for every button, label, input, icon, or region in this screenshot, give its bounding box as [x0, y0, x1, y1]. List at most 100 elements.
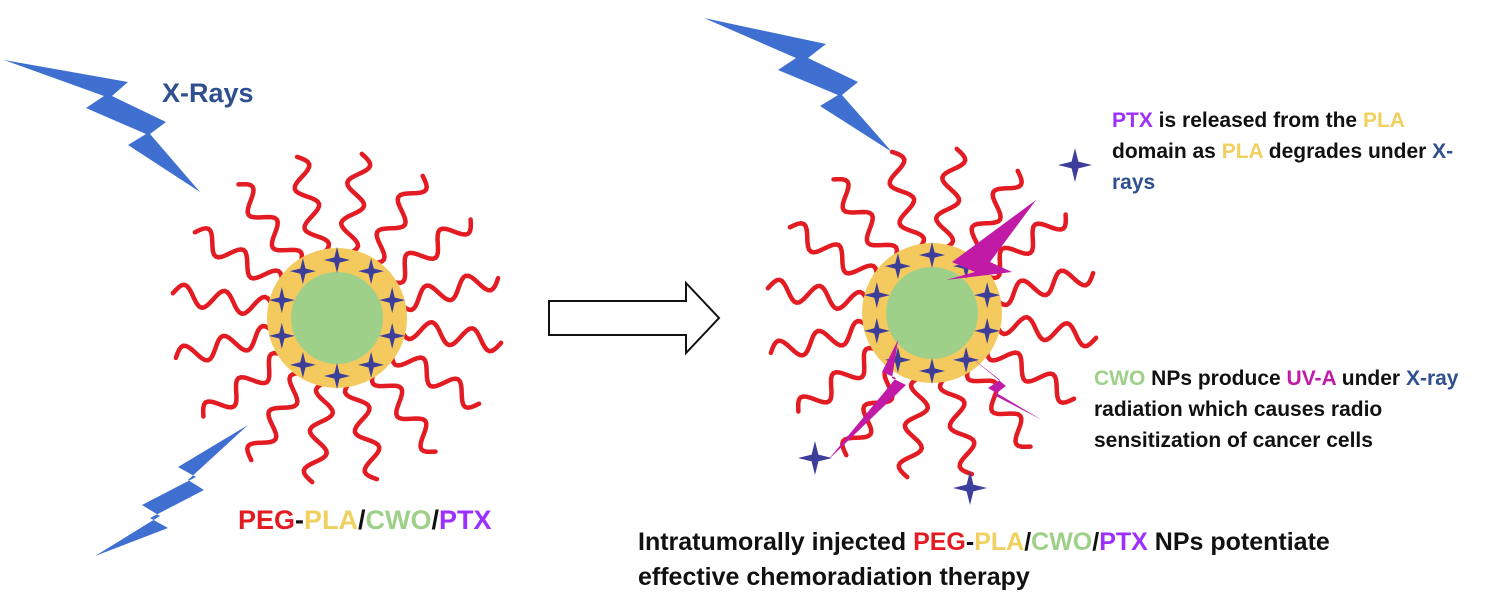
uva-bolt-icon — [962, 350, 1042, 420]
ptx-star-icon — [798, 441, 832, 475]
ptx-star-icon — [953, 471, 987, 505]
note-text: degrades under — [1262, 140, 1433, 163]
peg-chain — [170, 282, 276, 317]
xray-text: X-ray — [1405, 367, 1459, 390]
peg-chain — [991, 268, 1096, 308]
ptx-star-icon — [358, 351, 385, 378]
ptx-star-icon — [863, 317, 890, 344]
peg-chain — [389, 348, 482, 410]
peg-chain — [765, 277, 871, 312]
peg-chain — [338, 151, 373, 257]
pla-text: PLA — [304, 505, 359, 535]
peg-chain — [398, 319, 504, 354]
ptx-star-icon — [1058, 148, 1092, 182]
ptx-release-note: PTX is released from the PLA domain as P… — [1112, 105, 1472, 198]
ptx-star-icon — [919, 358, 945, 384]
cwo-text: CWO — [1094, 367, 1146, 390]
ptx-text: PTX — [1112, 109, 1153, 132]
peg-chain — [369, 367, 438, 455]
peg-chain — [840, 365, 902, 458]
dash-text: - — [295, 505, 305, 535]
summary-text: NPs potentiate effective chemoradiation … — [638, 528, 1330, 591]
uva-bolt-icon — [946, 200, 1036, 280]
ptx-star-icon — [289, 351, 316, 378]
peg-chain — [292, 154, 332, 259]
peg-chain — [386, 217, 474, 286]
ptx-star-icon — [358, 258, 385, 285]
peg-chain — [984, 343, 1077, 405]
peg-chain — [192, 226, 285, 288]
summary-text: Intratumorally injected — [638, 528, 914, 556]
pla-text: PLA — [1221, 140, 1263, 163]
peg-chain — [367, 173, 429, 266]
uva-text: UV-A — [1286, 367, 1336, 390]
dash-text: - — [965, 528, 975, 556]
xray-bolt-icon — [95, 425, 248, 556]
ptx-star-icon — [974, 317, 1001, 344]
ptx-star-icon — [953, 346, 980, 373]
peg-chain — [993, 314, 1099, 349]
peg-chain — [245, 370, 307, 463]
peg-chain — [964, 362, 1033, 450]
peg-chain — [173, 323, 278, 363]
cwo-uva-note: CWO NPs produce UV-A under X-ray radiati… — [1094, 363, 1464, 456]
slash-text: / — [1092, 528, 1100, 556]
nanoparticle-intact — [170, 151, 504, 485]
note-text: NPs produce — [1145, 367, 1287, 390]
pla-text: PLA — [1362, 109, 1405, 132]
peg-text: PEG — [913, 528, 966, 556]
peg-chains — [170, 151, 504, 485]
peg-chain — [787, 221, 880, 283]
slash-text: / — [358, 505, 366, 535]
cwo-text: CWO — [1031, 528, 1093, 556]
xray-bolt-icon — [704, 18, 892, 152]
ptx-star-icon — [379, 322, 406, 349]
outline-arrow-right-icon — [548, 280, 721, 356]
peg-chain — [887, 149, 927, 254]
peg-chain — [301, 379, 336, 485]
nanoparticle-irradiated — [765, 146, 1099, 480]
ptx-star-icon — [884, 253, 911, 280]
xrays-label: X-Rays — [162, 78, 254, 108]
cwo-core — [291, 272, 383, 364]
peg-chain — [795, 345, 883, 414]
note-text: is released from the — [1152, 109, 1363, 132]
released-ptx-stars — [798, 148, 1092, 505]
ptx-star-icon — [919, 242, 945, 268]
pla-text: PLA — [974, 528, 1025, 556]
note-text: under — [1335, 367, 1406, 390]
ptx-star-icon — [268, 287, 295, 314]
ptx-star-icon — [863, 282, 890, 309]
peg-chain — [937, 372, 977, 477]
ptx-star-icon — [289, 258, 316, 285]
note-text: radiation which causes radio sensitizati… — [1094, 398, 1383, 452]
note-text: domain as — [1112, 140, 1222, 163]
ptx-star-icon — [974, 282, 1001, 309]
peg-chain — [831, 176, 900, 264]
nanoparticle-label: PEG-PLA/CWO/PTX — [238, 505, 492, 536]
ptx-star-icon — [884, 346, 911, 373]
peg-chain — [896, 374, 931, 480]
ptx-star-icon — [324, 247, 350, 273]
ptx-stars — [268, 247, 406, 389]
peg-chain — [933, 146, 968, 252]
ptx-star-icon — [324, 363, 350, 389]
xray-bolt-icon — [4, 60, 200, 192]
peg-chain — [200, 350, 288, 419]
peg-chain — [768, 318, 873, 358]
peg-chain — [236, 181, 305, 269]
peg-chains — [765, 146, 1099, 480]
ptx-star-icon — [379, 287, 406, 314]
peg-text: PEG — [238, 505, 296, 535]
ptx-text: PTX — [439, 505, 492, 535]
xray-text: X-rays — [1112, 140, 1454, 194]
slash-text: / — [1024, 528, 1032, 556]
uva-bolt-icon — [828, 340, 906, 460]
ptx-text: PTX — [1099, 528, 1148, 556]
ptx-star-icon — [268, 322, 295, 349]
peg-chain — [396, 273, 501, 313]
cwo-text: CWO — [365, 505, 432, 535]
peg-chain — [342, 377, 382, 482]
